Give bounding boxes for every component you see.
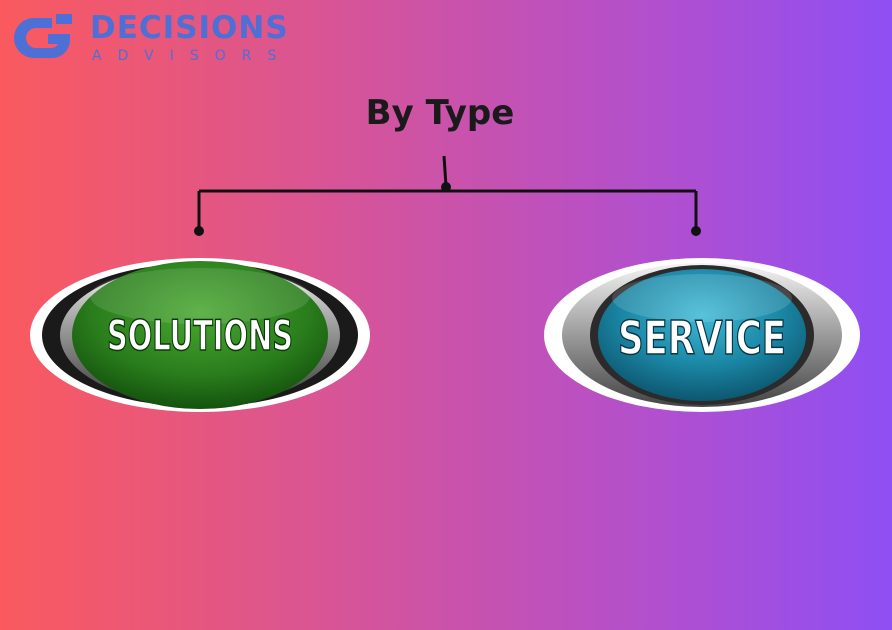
- logo-tagline: ADVISORS: [92, 48, 293, 64]
- solutions-label: SOLUTIONS: [107, 311, 293, 360]
- solutions-green-face: [72, 261, 328, 409]
- service-label: SERVICE: [618, 311, 786, 365]
- connector-left-dot: [194, 226, 204, 236]
- diagram-title: By Type: [365, 93, 515, 133]
- connector-stem: [442, 155, 448, 187]
- node-solutions: SOLUTIONS: [30, 258, 370, 412]
- logo: DECISIONS ADVISORS: [12, 10, 342, 66]
- connector-right-dot: [691, 226, 701, 236]
- node-service: SERVICE: [544, 258, 860, 412]
- solutions-gloss: [90, 268, 310, 324]
- service-gloss: [612, 274, 792, 322]
- logo-mark-icon: [14, 14, 72, 58]
- service-teal-face: [598, 269, 806, 401]
- logo-name: DECISIONS: [90, 10, 289, 46]
